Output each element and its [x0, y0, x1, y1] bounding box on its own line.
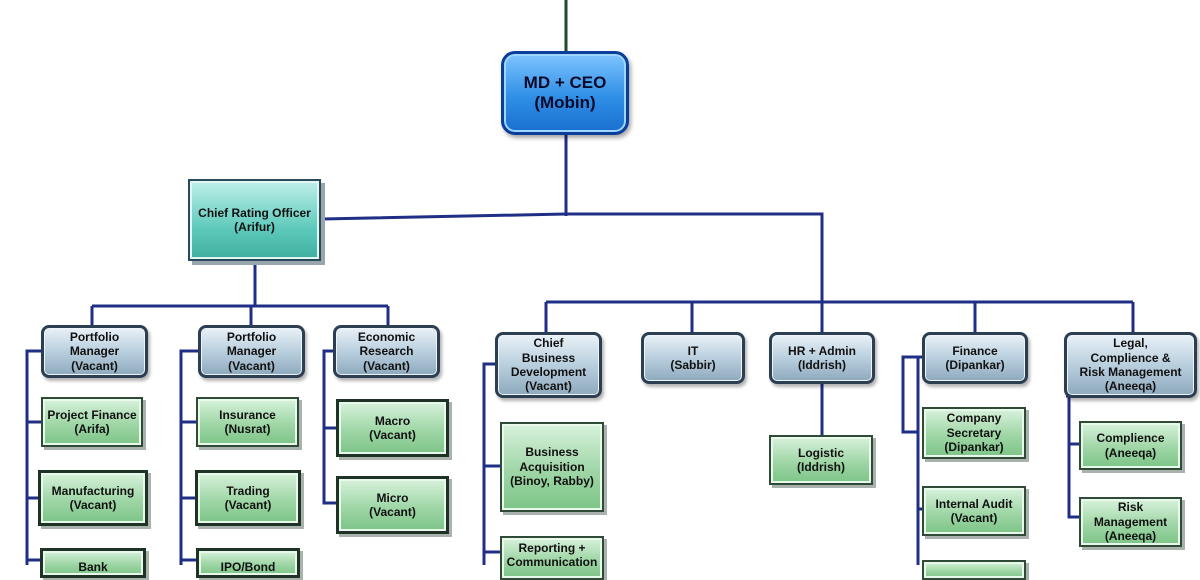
- business-acquisition-box[interactable]: Business Acquisition (Binoy, Rabby): [500, 422, 604, 512]
- ipo-bond-label: IPO/Bond: [220, 560, 276, 574]
- connector-cbd-branch: [482, 362, 496, 565]
- connector-legal-branch: [1066, 394, 1080, 519]
- risk-management-label: Risk Management (Aneeqa): [1093, 500, 1168, 544]
- cro-box[interactable]: Chief Rating Officer (Arifur): [188, 179, 321, 261]
- ceo-title: MD + CEO: [523, 72, 607, 92]
- portfolio-manager-1-label: Portfolio Manager (Vacant): [69, 329, 120, 373]
- company-secretary-label: Company Secretary (Dipankar): [944, 411, 1004, 455]
- complience-box[interactable]: Complience (Aneeqa): [1079, 421, 1182, 470]
- ceo-box[interactable]: MD + CEO (Mobin): [501, 51, 629, 135]
- hr-admin-label: HR + Admin (Iddrish): [788, 343, 856, 372]
- finance-unit-partial-box[interactable]: [922, 560, 1026, 580]
- cro-title: Chief Rating Officer: [198, 205, 311, 220]
- project-finance-label: Project Finance (Arifa): [47, 407, 137, 436]
- economic-research-label: Economic Research (Vacant): [357, 329, 416, 373]
- hr-admin-box[interactable]: HR + Admin (Iddrish): [769, 332, 875, 384]
- macro-box[interactable]: Macro (Vacant): [336, 399, 449, 457]
- bank-box[interactable]: Bank: [40, 548, 146, 578]
- connector-main-bus: [321, 212, 824, 302]
- bank-label: Bank: [78, 560, 108, 574]
- company-secretary-box[interactable]: Company Secretary (Dipankar): [922, 407, 1026, 459]
- complience-label: Complience (Aneeqa): [1096, 431, 1165, 460]
- legal-compliance-label: Legal, Complience & Risk Management (Ane…: [1079, 336, 1182, 394]
- finance-label: Finance (Dipankar): [945, 343, 1005, 372]
- connector-fin-branch: [901, 355, 923, 434]
- insurance-box[interactable]: Insurance (Nusrat): [196, 397, 299, 447]
- insurance-label: Insurance (Nusrat): [219, 407, 276, 436]
- ceo-name: (Mobin): [534, 93, 596, 112]
- business-acquisition-label: Business Acquisition (Binoy, Rabby): [510, 445, 594, 489]
- chief-business-development-label: Chief Business Development (Vacant): [510, 336, 587, 394]
- macro-label: Macro (Vacant): [369, 413, 416, 442]
- logistic-label: Logistic (Iddrish): [797, 445, 845, 474]
- portfolio-manager-2-label: Portfolio Manager (Vacant): [226, 329, 277, 373]
- trading-label: Trading (Vacant): [224, 483, 272, 512]
- economic-research-box[interactable]: Economic Research (Vacant): [333, 325, 440, 378]
- connector-pm2-branch: [179, 349, 200, 565]
- manufacturing-box[interactable]: Manufacturing (Vacant): [38, 470, 148, 526]
- project-finance-box[interactable]: Project Finance (Arifa): [41, 397, 143, 447]
- ipo-bond-box[interactable]: IPO/Bond: [196, 548, 300, 578]
- reporting-communication-label: Reporting + Communication: [506, 541, 598, 570]
- portfolio-manager-1-box[interactable]: Portfolio Manager (Vacant): [41, 325, 148, 378]
- reporting-communication-box[interactable]: Reporting + Communication: [500, 536, 604, 580]
- logistic-box[interactable]: Logistic (Iddrish): [769, 435, 873, 485]
- trading-box[interactable]: Trading (Vacant): [195, 470, 301, 526]
- finance-box[interactable]: Finance (Dipankar): [922, 332, 1028, 384]
- it-box[interactable]: IT (Sabbir): [641, 332, 745, 384]
- it-label: IT (Sabbir): [670, 343, 716, 372]
- connector-pm1-branch: [25, 349, 42, 565]
- risk-management-box[interactable]: Risk Management (Aneeqa): [1079, 497, 1182, 547]
- manufacturing-label: Manufacturing (Vacant): [51, 483, 135, 512]
- internal-audit-label: Internal Audit (Vacant): [935, 496, 1013, 525]
- micro-label: Micro (Vacant): [369, 490, 416, 519]
- micro-box[interactable]: Micro (Vacant): [336, 476, 449, 534]
- legal-compliance-box[interactable]: Legal, Complience & Risk Management (Ane…: [1064, 332, 1197, 398]
- portfolio-manager-2-box[interactable]: Portfolio Manager (Vacant): [198, 325, 305, 378]
- cro-name: (Arifur): [234, 220, 275, 234]
- chief-business-development-box[interactable]: Chief Business Development (Vacant): [495, 332, 602, 398]
- org-connectors: [25, 0, 1135, 565]
- internal-audit-box[interactable]: Internal Audit (Vacant): [922, 486, 1026, 536]
